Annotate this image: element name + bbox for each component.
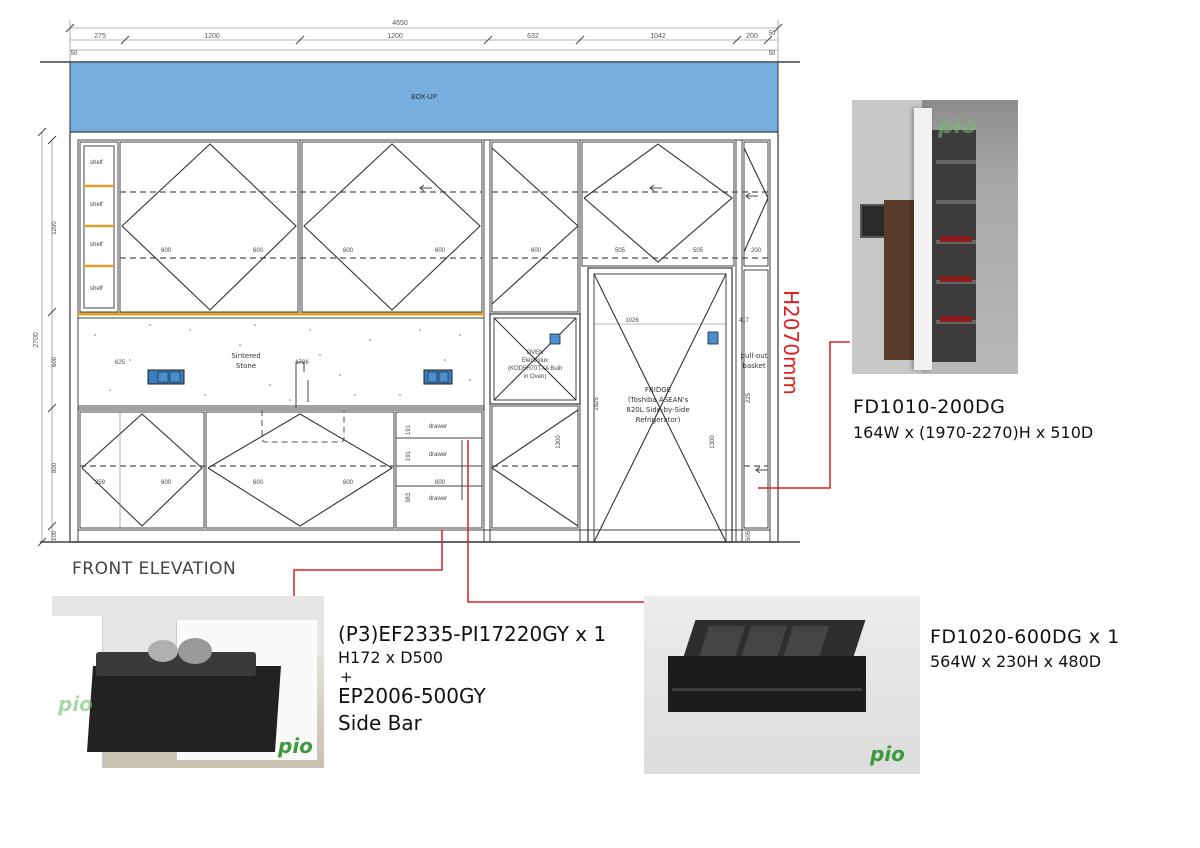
sintered-stone-label: Sintered [231,352,260,360]
drawer-label: drawer [429,424,447,430]
ef2335-line5: Side Bar [338,711,422,735]
top-dim: 1042 [650,33,666,40]
lower-dim: 259 [95,480,106,486]
product-photo-fd1010: pio [852,100,1018,374]
drawer-label: drawer [429,452,447,458]
ef2335-line2: H172 x D500 [338,648,444,667]
small-dim: 50 [71,51,78,57]
backsplash: Sintered Stone 625 1726 [77,312,485,443]
oven-unit: OVEN Electrolux (KOD5H70TXA Built in Ove… [489,313,581,405]
upper-dim: 505 [693,248,704,254]
lower-dim: 600 [435,480,446,486]
upper-dim: 200 [751,248,762,254]
lower-dim: 1300 [556,435,562,449]
fd1020-code: FD1020-600DG x 1 [930,626,1120,648]
drawer-label: drawer [429,496,447,502]
callout-leaders [293,341,850,603]
top-dim: 632 [527,33,539,40]
fridge-label: (Toshiba ASEAN's [628,396,689,404]
oven-label: (KOD5H70TXA Built [508,366,562,372]
drawer-dim: 191 [406,450,412,461]
left-dim: 800 [52,462,58,473]
fridge-label: FRIDGE [645,386,671,394]
counter-dim: 625 [115,360,126,366]
product-photo-ef2335: pio pio [52,596,324,768]
elevation-title: FRONT ELEVATION [72,559,237,579]
box-up-panel [69,61,779,133]
shelf-label: shelf [90,202,103,208]
counter-dim: 1726 [295,360,309,366]
product-photo-fd1020: pio [644,596,920,774]
fd1010-code: FD1010-200DG [853,396,1006,418]
top-dim: 200 [746,33,758,40]
fridge-unit: 1026 417 1825 1300 FRIDGE (Toshiba ASEAN… [587,267,750,543]
left-dim: 100 [52,530,58,541]
fridge-dim: 1300 [710,435,716,449]
left-dim: 600 [52,356,58,367]
small-dim: 50 [769,31,776,37]
top-dim: 1200 [204,33,220,40]
left-dimensions: 2700 1200 600 800 100 [33,127,58,547]
upper-dim: 600 [435,248,446,254]
upper-dim: 600 [253,248,264,254]
lower-dim: 600 [253,480,264,486]
ef2335-line4: EP2006-500GY [338,684,486,708]
fridge-label: 820L Side-by-Side [626,406,689,414]
top-dim: 1200 [387,33,403,40]
lower-dim: 600 [343,480,354,486]
drawer-dim: 191 [406,424,412,435]
oven-label: in Oven) [524,374,547,380]
top-dim: 275 [94,33,106,40]
height-annotation: H2070mm [779,290,803,395]
top-dimensions: 4650 275 1200 1200 632 1042 200 50 50 50 [40,20,800,63]
fridge-dim: 505 [746,530,752,541]
ef2335-line1: (P3)EF2335-PI17220GY x 1 [338,622,607,646]
upper-dim: 600 [531,248,542,254]
fd1010-spec: 164W x (1970-2270)H x 510D [853,423,1094,442]
overall-width-dim: 4650 [392,20,408,27]
oven-label: OVEN [526,350,543,356]
upper-dim: 600 [343,248,354,254]
oven-label: Electrolux [522,358,548,364]
shelf-label: shelf [90,160,103,166]
brand-logo: pio [58,692,93,716]
fridge-dim: 1026 [625,318,639,324]
sintered-stone-label: Stone [236,362,256,370]
brand-logo: pio [278,734,313,758]
lower-dim: 600 [161,480,172,486]
fridge-dim: 225 [746,392,752,403]
fridge-dim: 1825 [594,397,600,411]
brand-logo: pio [870,742,905,766]
pullout-basket-column: pull-out basket 225 505 [741,269,769,541]
brand-logo: pio [938,114,977,139]
fridge-label: Refrigerator) [636,416,681,424]
upper-dim: 600 [161,248,172,254]
overall-height-dim: 2700 [33,332,40,348]
box-up-label: BOX-UP [411,93,437,101]
cabinet-outline [40,131,800,543]
lower-cabinets: 259 600 600 600 600 drawer drawer drawer… [79,405,579,529]
left-dim: 1200 [52,221,58,235]
shelf-label: shelf [90,286,103,292]
small-dim: 50 [769,51,776,57]
upper-cabinets: shelf shelf shelf shelf 600 600 600 600 … [79,141,769,313]
shelf-label: shelf [90,242,103,248]
fd1020-spec: 564W x 230H x 480D [930,652,1102,671]
pullout-label: basket [742,362,765,370]
drawer-dim: 383 [406,492,412,503]
upper-dim: 505 [615,248,626,254]
ef2335-line3: + [340,668,353,686]
pullout-label: pull-out [741,352,768,360]
